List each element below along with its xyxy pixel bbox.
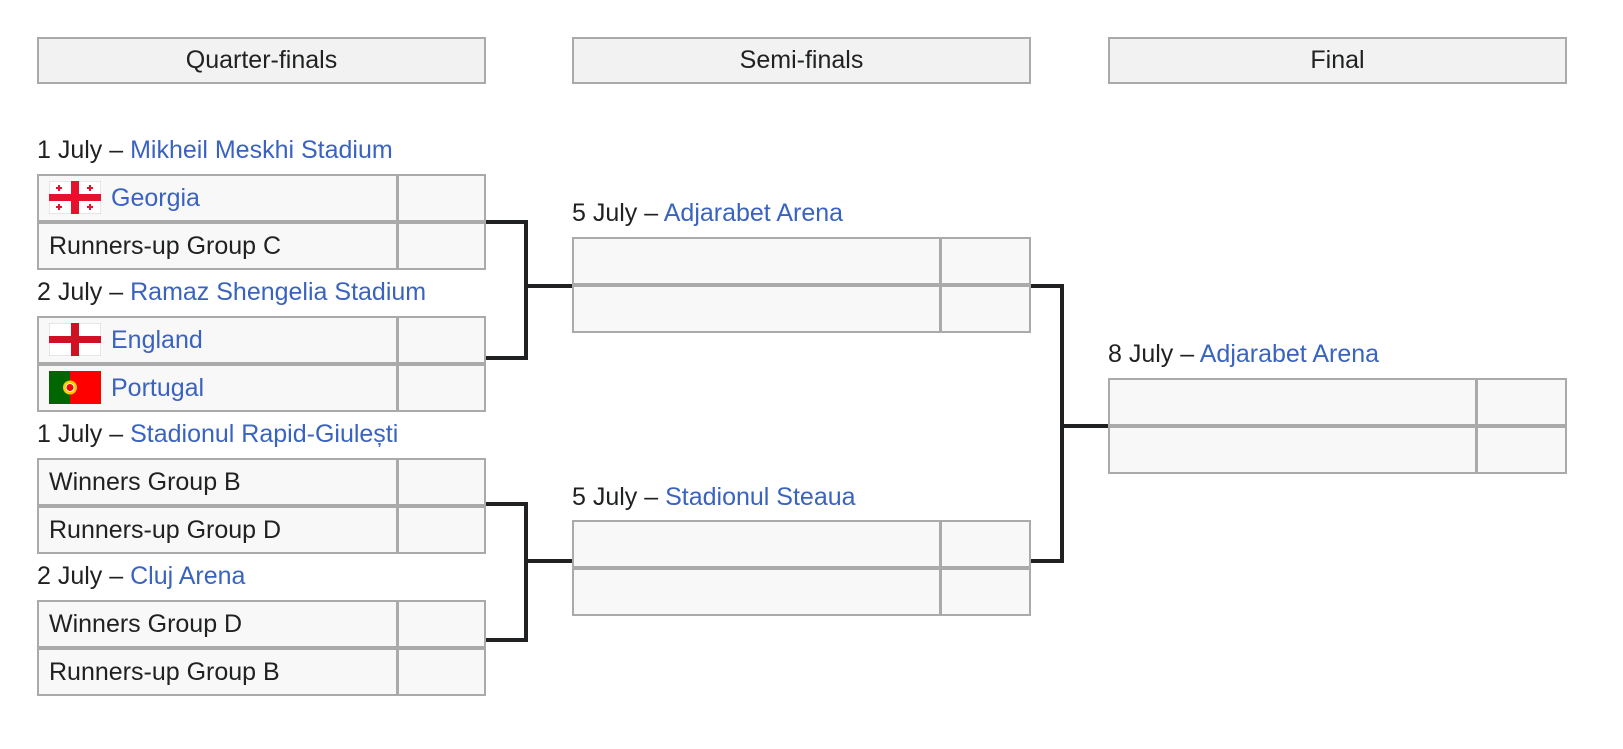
match-label-qf4: 2 July – Cluj Arena <box>37 561 245 591</box>
score-cell <box>396 602 484 646</box>
match-date: 1 July <box>37 420 103 448</box>
team-row-qf2-home: England <box>37 316 486 364</box>
match-separator: – <box>102 136 131 164</box>
team-row-sf1-home <box>572 237 1031 285</box>
team-name: Runners-up Group B <box>49 658 280 686</box>
score-cell <box>1475 380 1565 424</box>
score-cell <box>396 366 484 410</box>
match-date: 5 July <box>572 483 638 511</box>
team-row-qf1-home: Georgia <box>37 174 486 222</box>
match-separator: – <box>102 420 131 448</box>
connector-qf1-qf2-to-sf1 <box>486 220 572 360</box>
match-separator: – <box>637 483 666 511</box>
score-cell <box>396 650 484 694</box>
england-flag-icon <box>49 322 101 356</box>
match-date: 8 July <box>1108 340 1174 368</box>
team-name <box>574 287 584 331</box>
round-header-semi-finals: Semi-finals <box>572 37 1031 84</box>
team-name: Winners Group D <box>49 610 243 638</box>
score-cell <box>396 460 484 504</box>
team-name: Runners-up Group D <box>49 516 282 544</box>
team-row-sf2-home <box>572 520 1031 568</box>
match-date: 2 July <box>37 562 103 590</box>
team-name <box>574 570 584 614</box>
team-link-georgia[interactable]: Georgia <box>111 184 200 212</box>
team-row-final-away <box>1108 426 1567 474</box>
team-row-qf1-away: Runners-up Group C <box>37 222 486 270</box>
match-label-qf2: 2 July – Ramaz Shengelia Stadium <box>37 277 426 307</box>
team-name <box>1110 380 1120 424</box>
team-row-sf1-away <box>572 285 1031 333</box>
team-name: Runners-up Group C <box>49 232 282 260</box>
team-row-final-home <box>1108 378 1567 426</box>
team-name <box>1110 428 1120 472</box>
team-link-portugal[interactable]: Portugal <box>111 374 205 402</box>
round-header-final: Final <box>1108 37 1567 84</box>
team-name <box>574 239 584 283</box>
venue-link-qf1[interactable]: Mikheil Meskhi Stadium <box>130 136 393 164</box>
team-row-qf3-away: Runners-up Group D <box>37 506 486 554</box>
team-row-sf2-away <box>572 568 1031 616</box>
team-cell: England <box>39 318 203 362</box>
portugal-flag-icon <box>49 370 101 404</box>
venue-link-sf2[interactable]: Stadionul Steaua <box>665 483 856 511</box>
team-row-qf3-home: Winners Group B <box>37 458 486 506</box>
match-label-qf1: 1 July – Mikheil Meskhi Stadium <box>37 135 393 165</box>
match-label-final: 8 July – Adjarabet Arena <box>1108 339 1379 369</box>
venue-link-qf4[interactable]: Cluj Arena <box>130 562 246 590</box>
team-row-qf4-home: Winners Group D <box>37 600 486 648</box>
team-row-qf2-away: Portugal <box>37 364 486 412</box>
score-cell <box>939 522 1029 566</box>
venue-link-qf2[interactable]: Ramaz Shengelia Stadium <box>130 278 427 306</box>
georgia-flag-icon <box>49 180 101 214</box>
venue-link-final[interactable]: Adjarabet Arena <box>1199 340 1380 368</box>
team-cell: Georgia <box>39 176 200 220</box>
team-link-england[interactable]: England <box>111 326 203 354</box>
match-date: 2 July <box>37 278 103 306</box>
match-label-qf3: 1 July – Stadionul Rapid-Giulești <box>37 419 398 449</box>
score-cell <box>1475 428 1565 472</box>
team-cell: Portugal <box>39 366 204 410</box>
score-cell <box>939 239 1029 283</box>
round-header-quarter-finals: Quarter-finals <box>37 37 486 84</box>
team-name: Winners Group B <box>49 468 241 496</box>
venue-link-sf1[interactable]: Adjarabet Arena <box>663 199 844 227</box>
venue-link-qf3[interactable]: Stadionul Rapid-Giulești <box>130 420 399 448</box>
match-label-sf1: 5 July – Adjarabet Arena <box>572 198 843 228</box>
connector-sf1-sf2-to-final <box>1031 284 1108 563</box>
score-cell <box>396 508 484 552</box>
match-separator: – <box>102 278 131 306</box>
match-separator: – <box>102 562 131 590</box>
match-separator: – <box>637 199 664 227</box>
match-date: 1 July <box>37 136 103 164</box>
match-separator: – <box>1173 340 1200 368</box>
team-row-qf4-away: Runners-up Group B <box>37 648 486 696</box>
score-cell <box>939 287 1029 331</box>
score-cell <box>396 224 484 268</box>
score-cell <box>396 176 484 220</box>
team-name <box>574 522 584 566</box>
match-label-sf2: 5 July – Stadionul Steaua <box>572 482 856 512</box>
score-cell <box>396 318 484 362</box>
score-cell <box>939 570 1029 614</box>
connector-qf3-qf4-to-sf2 <box>486 502 572 642</box>
match-date: 5 July <box>572 199 638 227</box>
